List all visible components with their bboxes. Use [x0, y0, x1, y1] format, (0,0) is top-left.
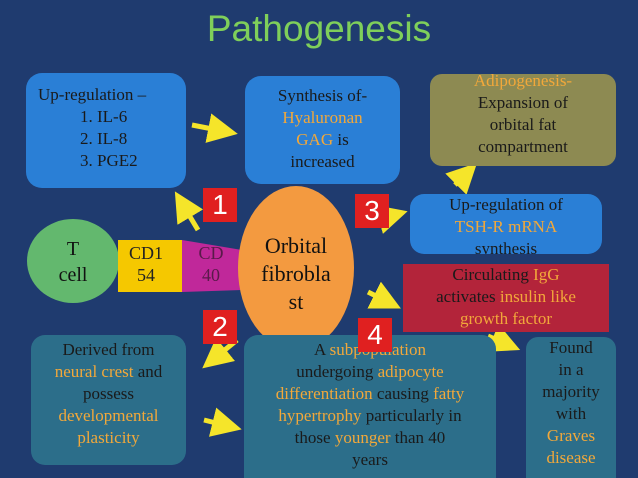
arrow-to-igg: [366, 281, 401, 309]
tshr-highlight: TSH-R mRNA: [454, 217, 558, 236]
tshr-line3: synthesis: [474, 239, 538, 254]
step-2-badge: 2: [203, 310, 237, 344]
tshr-box: Up-regulation of TSH-R mRNA synthesis: [410, 194, 602, 254]
step-4-badge: 4: [358, 318, 392, 352]
adipogenesis-line2: Expansion of: [477, 93, 569, 112]
list-item: 1. IL-6: [80, 107, 128, 126]
cd154-shape: [118, 240, 182, 292]
synthesis-box: Synthesis of- Hyaluronan GAG is increase…: [245, 76, 400, 184]
synthesis-line1: Synthesis of-: [277, 86, 368, 105]
synthesis-hyaluronan: Hyaluronan: [282, 108, 363, 127]
subpop-line4: hypertrophy particularly in: [278, 406, 462, 425]
tshr-line1: Up-regulation of: [449, 195, 563, 214]
synthesis-line3: GAG is: [296, 130, 349, 149]
igg-line2: activates insulin like: [436, 287, 576, 306]
adipogenesis-box: Adipogenesis- Expansion of orbital fat c…: [430, 74, 616, 166]
list-item: 3. PGE2: [80, 151, 138, 170]
found-line4: with: [555, 404, 587, 423]
adipogenesis-line3: orbital fat: [489, 115, 557, 134]
list-item: 2. IL-8: [80, 129, 128, 148]
found-line6: disease: [546, 448, 596, 467]
subpop-line3: differentiation causing fatty: [275, 384, 465, 403]
upregulation-heading: Up-regulation –: [38, 85, 147, 104]
synthesis-line4: increased: [290, 152, 355, 171]
adipogenesis-line4: compartment: [478, 137, 568, 156]
upregulation-box: Up-regulation – 1. IL-6 2. IL-8 3. PGE2: [26, 73, 186, 188]
arrow-to-found: [486, 324, 521, 352]
neural-line2: neural crest and: [54, 362, 163, 381]
neural-line4: developmental: [58, 406, 159, 425]
found-box: Found in a majority with Graves disease: [526, 337, 616, 478]
subpop-line6: years: [352, 450, 388, 469]
neural-line3: possess: [82, 384, 134, 403]
subpop-line5: those younger than 40: [294, 428, 446, 447]
page-title: Pathogenesis: [206, 8, 432, 49]
arrow-to-upregulation: [174, 191, 204, 232]
igg-box: Circulating IgG activates insulin like g…: [403, 264, 609, 332]
step-1-badge: 1: [203, 188, 237, 222]
neural-line1: Derived from: [62, 340, 155, 359]
fibroblast-shape: [238, 186, 354, 350]
cd40-shape: [182, 240, 242, 292]
neural-line5: plasticity: [77, 428, 140, 447]
subpop-line2: undergoing adipocyte: [296, 362, 444, 381]
step-3-badge: 3: [355, 194, 389, 228]
igg-line3: growth factor: [459, 309, 553, 328]
igg-line1: Circulating IgG: [452, 265, 560, 284]
found-line2: in a: [558, 360, 584, 379]
neural-box: Derived from neural crest and possess de…: [31, 335, 186, 465]
found-line1: Found: [549, 338, 593, 357]
subpop-box: A subpopulation undergoing adipocyte dif…: [244, 335, 496, 478]
upregulation-list: 1. IL-6 2. IL-8 3. PGE2: [38, 106, 176, 172]
t-cell-shape: [27, 219, 119, 303]
found-line5: Graves: [546, 426, 596, 445]
arrow-to-synthesis: [191, 113, 238, 143]
arrow-to-subpop: [203, 407, 242, 437]
found-line3: majority: [542, 382, 600, 401]
adipogenesis-heading: Adipogenesis-: [473, 74, 573, 90]
arrow-to-adipogenesis: [445, 162, 478, 195]
